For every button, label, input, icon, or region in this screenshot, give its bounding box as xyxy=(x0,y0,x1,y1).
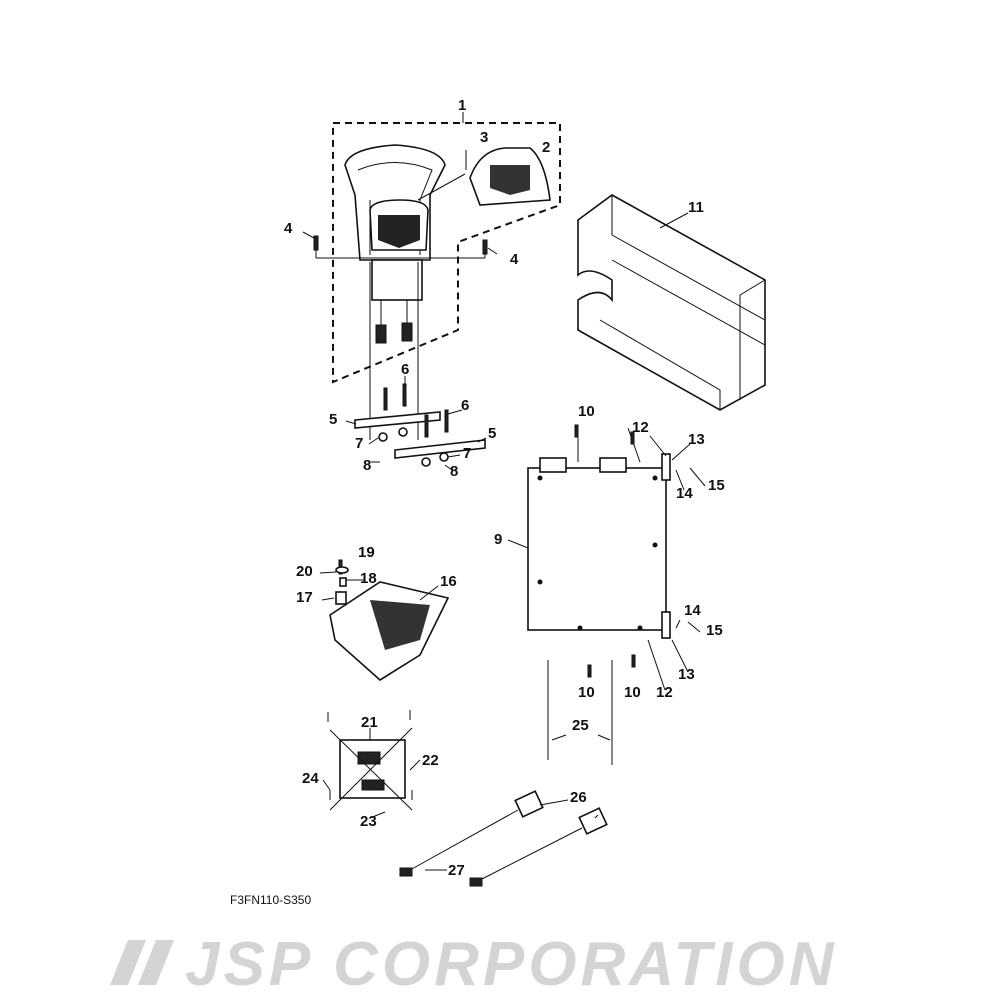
callout-19: 19 xyxy=(358,544,375,561)
callout-14: 14 xyxy=(684,602,701,619)
callout-13: 13 xyxy=(688,431,705,448)
callout-13: 13 xyxy=(678,666,695,683)
callout-7: 7 xyxy=(463,445,471,462)
callout-12: 12 xyxy=(632,419,649,436)
callout-9: 9 xyxy=(494,531,502,548)
callout-5: 5 xyxy=(488,425,496,442)
callout-12: 12 xyxy=(656,684,673,701)
callout-20: 20 xyxy=(296,563,313,580)
callout-17: 17 xyxy=(296,589,313,606)
callout-7: 7 xyxy=(355,435,363,452)
cable-part-26-27 xyxy=(399,790,608,887)
callout-14: 14 xyxy=(676,485,693,502)
control-box-part-9 xyxy=(507,424,706,691)
switch-unit-part-16 xyxy=(319,559,450,681)
callout-10: 10 xyxy=(624,684,641,701)
watermark-text: JSP CORPORATION xyxy=(185,930,838,999)
callout-25: 25 xyxy=(572,717,589,734)
callout-5: 5 xyxy=(329,411,337,428)
callout-2: 2 xyxy=(542,139,550,156)
watermark: JSP CORPORATION xyxy=(110,930,838,999)
callout-15: 15 xyxy=(706,622,723,639)
callout-22: 22 xyxy=(422,752,439,769)
callout-18: 18 xyxy=(360,570,377,587)
cable-part-25 xyxy=(547,660,613,765)
callout-10: 10 xyxy=(578,403,595,420)
bracket-part-11 xyxy=(577,194,766,411)
callout-1: 1 xyxy=(458,97,466,114)
callout-6: 6 xyxy=(401,361,409,378)
callout-3: 3 xyxy=(480,129,488,146)
callout-6: 6 xyxy=(461,397,469,414)
watermark-logo-icon xyxy=(110,940,174,985)
mount-plate-part-21 xyxy=(322,710,421,819)
assembly-1-outline xyxy=(332,122,561,384)
callout-4: 4 xyxy=(510,251,519,268)
callout-21: 21 xyxy=(361,714,378,731)
callout-10: 10 xyxy=(578,684,595,701)
callout-26: 26 xyxy=(570,789,587,806)
callout-15: 15 xyxy=(708,477,725,494)
callout-labels: 1 2 3 4 4 5 5 6 6 7 7 8 8 9 10 10 10 11 … xyxy=(284,97,725,879)
callout-27: 27 xyxy=(448,862,465,879)
remote-control-assembly xyxy=(344,144,446,344)
callout-8: 8 xyxy=(363,457,371,474)
callout-16: 16 xyxy=(440,573,457,590)
callout-24: 24 xyxy=(302,770,319,787)
diagram-code: F3FN110-S350 xyxy=(230,893,311,907)
callout-23: 23 xyxy=(360,813,377,830)
callout-11: 11 xyxy=(688,199,704,216)
bracket-part-5 xyxy=(345,376,487,471)
callout-4: 4 xyxy=(284,220,293,237)
callout-8: 8 xyxy=(450,463,458,480)
cover-part-2 xyxy=(417,147,551,206)
